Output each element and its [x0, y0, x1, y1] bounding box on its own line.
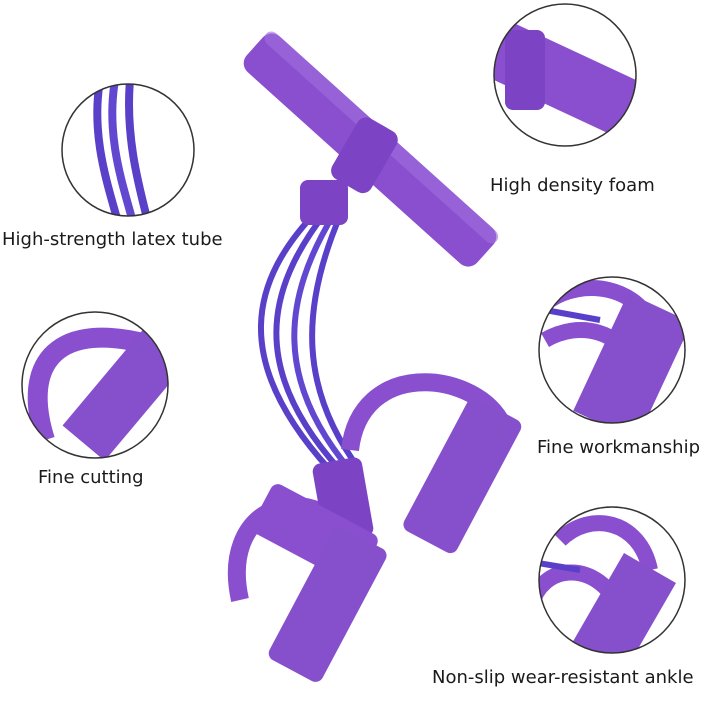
- label-latex-tube: High-strength latex tube: [2, 229, 223, 250]
- label-cutting: Fine cutting: [38, 467, 144, 488]
- label-workmanship: Fine workmanship: [537, 437, 700, 458]
- pedal-exerciser: [227, 31, 522, 682]
- label-ankle: Non-slip wear-resistant ankle: [432, 667, 694, 688]
- detail-latex-tube: [61, 83, 195, 217]
- label-foam: High density foam: [490, 175, 655, 196]
- detail-ankle: [538, 506, 686, 654]
- detail-workmanship: [538, 276, 686, 424]
- detail-foam: [493, 3, 637, 147]
- detail-cutting: [21, 311, 169, 459]
